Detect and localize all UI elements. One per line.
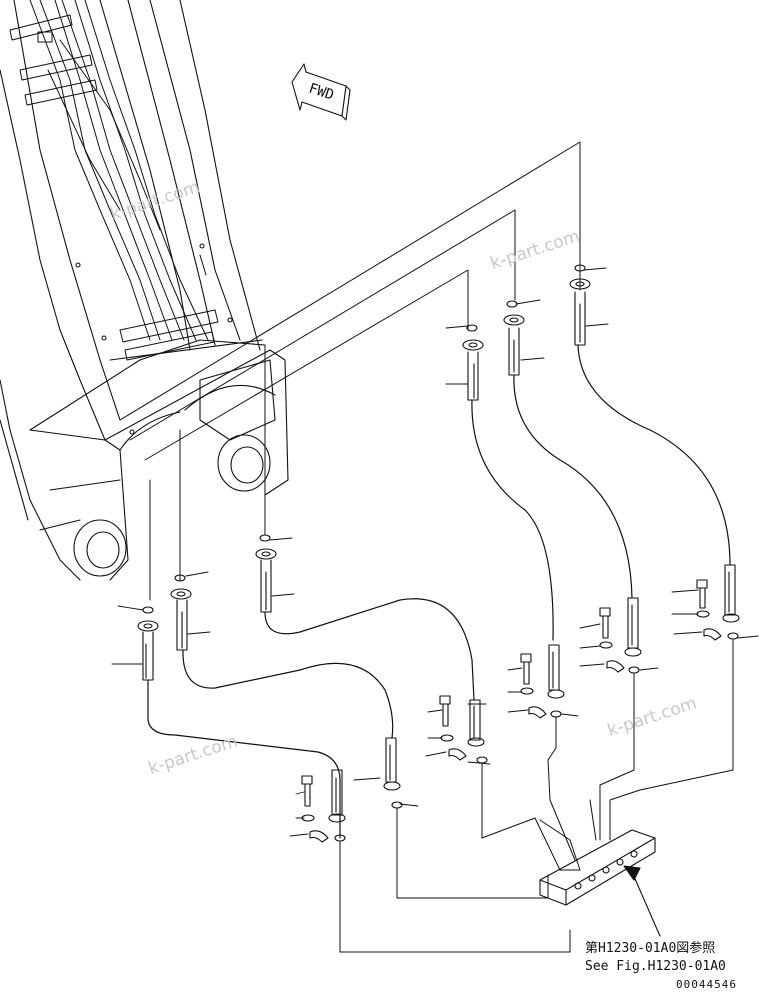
drawing-number: 00044546 xyxy=(676,978,737,991)
upper-fittings xyxy=(137,264,591,681)
fwd-arrow: FWD xyxy=(291,63,351,121)
boom-foot-pin-inner xyxy=(86,531,120,569)
clamp-block xyxy=(37,31,53,43)
boom-cylinder-pin-inner xyxy=(230,446,264,484)
reference-text-en: See Fig.H1230-01A0 xyxy=(585,959,726,974)
block-tubes xyxy=(339,639,734,953)
boom-cylinder-pin-outer xyxy=(217,434,271,492)
boom-tubes xyxy=(9,0,219,361)
lower-fittings xyxy=(301,564,740,843)
reference-arrowhead xyxy=(623,865,641,881)
routing-lines xyxy=(119,141,581,601)
reference-text-jp: 第H1230-01A0図参照 xyxy=(585,941,716,956)
hoses xyxy=(147,344,731,839)
part-leaders xyxy=(111,267,759,837)
boom-foot-pin-outer xyxy=(73,519,127,577)
reference-leader xyxy=(631,871,661,937)
valve-block xyxy=(539,829,656,906)
fwd-label: FWD xyxy=(307,81,336,104)
boom-arm xyxy=(0,0,289,581)
